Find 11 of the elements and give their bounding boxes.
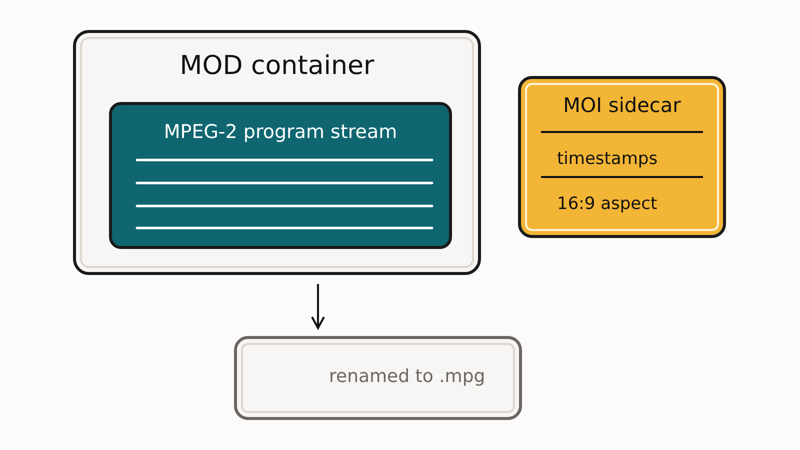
sidecar-box	[518, 76, 726, 238]
stream-box	[109, 102, 452, 249]
field-text: timestamps	[557, 149, 659, 169]
heading: MOI sidecar	[562, 93, 682, 117]
heading: MPEG-2 program stream	[162, 121, 398, 143]
heading: MOD container	[178, 51, 376, 81]
field-text: 16:9 aspect	[557, 194, 658, 214]
file-box	[234, 336, 522, 420]
container-box	[73, 30, 481, 275]
arrow	[311, 284, 325, 329]
file-label: renamed to .mpg	[329, 366, 486, 387]
